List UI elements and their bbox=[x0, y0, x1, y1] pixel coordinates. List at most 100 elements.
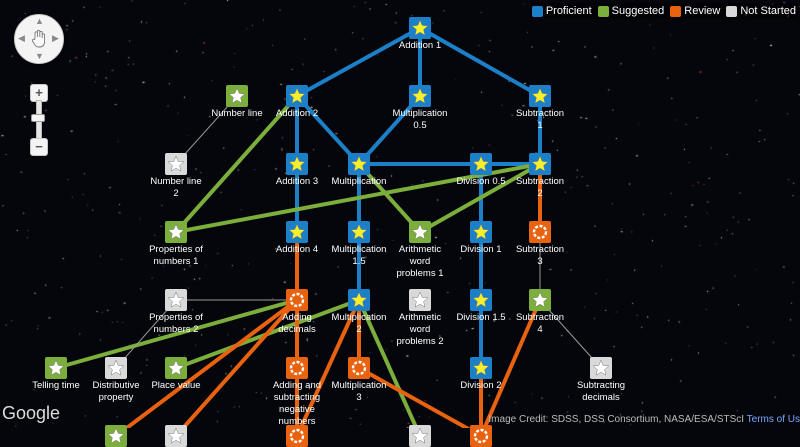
skill-label-placeval: Place value bbox=[151, 380, 201, 391]
skill-label-mul3: Multiplication 3 bbox=[331, 380, 387, 403]
star-icon bbox=[531, 155, 549, 172]
edge-mul-awp1 bbox=[357, 162, 422, 234]
legend-swatch bbox=[670, 5, 682, 17]
skill-node-numline[interactable] bbox=[226, 85, 248, 107]
edge-mul2-b5 bbox=[357, 299, 419, 428]
star-icon bbox=[411, 427, 429, 444]
edge-propnum2-distprop bbox=[115, 299, 177, 369]
skill-node-sub4[interactable] bbox=[529, 289, 551, 311]
star-icon bbox=[288, 155, 306, 172]
edge-mul3-b4 bbox=[358, 366, 471, 428]
skill-node-propnum1[interactable] bbox=[165, 221, 187, 243]
skill-label-awp2: Arithmetic word problems 2 bbox=[396, 312, 444, 347]
pan-control[interactable]: ▲ ▼ ◀ ▶ bbox=[14, 14, 64, 64]
legend-item-review: Review bbox=[670, 5, 720, 17]
skill-label-sub2: Subtraction 2 bbox=[515, 176, 565, 199]
skill-node-b1[interactable] bbox=[105, 425, 127, 447]
zoom-out-button[interactable]: − bbox=[30, 138, 48, 156]
skill-node-mul3[interactable] bbox=[348, 357, 370, 379]
skill-node-awp2[interactable] bbox=[409, 289, 431, 311]
skill-node-mul05[interactable] bbox=[409, 85, 431, 107]
terms-of-use-link[interactable]: Terms of Us bbox=[746, 414, 800, 425]
pan-up-icon[interactable]: ▲ bbox=[35, 16, 44, 26]
edge-add2-propnum1 bbox=[174, 94, 299, 234]
skill-label-distprop: Distributive property bbox=[92, 380, 140, 403]
skill-node-mul2[interactable] bbox=[348, 289, 370, 311]
star-icon bbox=[472, 223, 490, 240]
skill-node-awp1[interactable] bbox=[409, 221, 431, 243]
pan-right-icon[interactable]: ▶ bbox=[52, 33, 59, 43]
skill-node-add2[interactable] bbox=[286, 85, 308, 107]
skill-label-add3: Addition 3 bbox=[275, 176, 319, 187]
skill-node-time[interactable] bbox=[45, 357, 67, 379]
skill-node-div15[interactable] bbox=[470, 289, 492, 311]
skill-label-numline2: Number line 2 bbox=[150, 176, 202, 199]
pan-left-icon[interactable]: ◀ bbox=[18, 33, 25, 43]
skill-node-numline2[interactable] bbox=[165, 153, 187, 175]
skill-node-sub3[interactable] bbox=[529, 221, 551, 243]
skill-node-sub2[interactable] bbox=[529, 153, 551, 175]
edge-adddec-b1 bbox=[123, 298, 299, 428]
skill-label-add2: Addition 2 bbox=[275, 108, 319, 119]
star-icon bbox=[411, 87, 429, 104]
review-ring-icon bbox=[473, 428, 489, 444]
skill-node-mul15[interactable] bbox=[348, 221, 370, 243]
skill-label-numline: Number line bbox=[211, 108, 263, 119]
skill-node-subdec[interactable] bbox=[590, 357, 612, 379]
legend-item-not-started: Not Started bbox=[726, 5, 796, 17]
edge-mul05-mul bbox=[357, 94, 422, 166]
star-icon bbox=[167, 223, 185, 240]
star-icon bbox=[288, 87, 306, 104]
pan-down-icon[interactable]: ▼ bbox=[35, 51, 44, 61]
skill-node-mul[interactable] bbox=[348, 153, 370, 175]
review-ring-icon bbox=[289, 360, 305, 376]
skill-label-propnum1: Properties of numbers 1 bbox=[149, 244, 203, 267]
skill-label-add1: Addition 1 bbox=[398, 40, 442, 51]
skill-node-add1[interactable] bbox=[409, 17, 431, 39]
star-icon bbox=[411, 19, 429, 36]
legend-label: Suggested bbox=[611, 5, 665, 17]
skill-label-sub3: Subtraction 3 bbox=[515, 244, 565, 267]
edge-add2-mul bbox=[295, 94, 361, 166]
skill-node-distprop[interactable] bbox=[105, 357, 127, 379]
edge-sub2-propnum1 bbox=[175, 162, 541, 234]
star-icon bbox=[288, 223, 306, 240]
skill-node-add4[interactable] bbox=[286, 221, 308, 243]
skill-node-b4[interactable] bbox=[470, 425, 492, 447]
skill-node-addsubneg[interactable] bbox=[286, 357, 308, 379]
star-icon bbox=[167, 291, 185, 308]
legend-item-suggested: Suggested bbox=[597, 5, 665, 17]
google-logo: Google bbox=[2, 403, 61, 423]
skill-node-add3[interactable] bbox=[286, 153, 308, 175]
edge-numline-numline2 bbox=[175, 95, 238, 165]
skill-label-subdec: Subtracting decimals bbox=[576, 380, 626, 403]
skill-label-mul: Multiplication bbox=[331, 176, 387, 187]
star-icon bbox=[107, 359, 125, 376]
skill-node-adddec[interactable] bbox=[286, 289, 308, 311]
legend-item-proficient: Proficient bbox=[531, 5, 592, 17]
zoom-slider-thumb[interactable] bbox=[31, 114, 45, 122]
skill-label-div2: Division 2 bbox=[460, 380, 502, 391]
skill-node-div2[interactable] bbox=[470, 357, 492, 379]
starfield-background bbox=[0, 0, 800, 428]
skill-label-add4: Addition 4 bbox=[275, 244, 319, 255]
review-ring-icon bbox=[289, 428, 305, 444]
edge-sub4-subdec bbox=[539, 299, 602, 369]
skill-node-div05[interactable] bbox=[470, 153, 492, 175]
skill-node-b5[interactable] bbox=[409, 425, 431, 447]
skill-node-div1[interactable] bbox=[470, 221, 492, 243]
skill-label-mul05: Multiplication 0.5 bbox=[392, 108, 448, 131]
edge-sub2-awp1 bbox=[419, 162, 541, 234]
skill-label-adddec: Adding decimals bbox=[278, 312, 316, 335]
skill-label-div15: Division 1.5 bbox=[456, 312, 506, 323]
skill-node-sub1[interactable] bbox=[529, 85, 551, 107]
skill-node-b2[interactable] bbox=[165, 425, 187, 447]
skill-node-propnum2[interactable] bbox=[165, 289, 187, 311]
skill-node-placeval[interactable] bbox=[165, 357, 187, 379]
skill-label-div05: Division 0.5 bbox=[456, 176, 506, 187]
edge-adddec-time bbox=[55, 298, 298, 370]
skill-label-sub1: Subtraction 1 bbox=[515, 108, 565, 131]
skill-node-b3[interactable] bbox=[286, 425, 308, 447]
status-legend: Proficient Suggested Review Not Started bbox=[529, 3, 798, 19]
edge-add1-sub1 bbox=[419, 26, 541, 98]
